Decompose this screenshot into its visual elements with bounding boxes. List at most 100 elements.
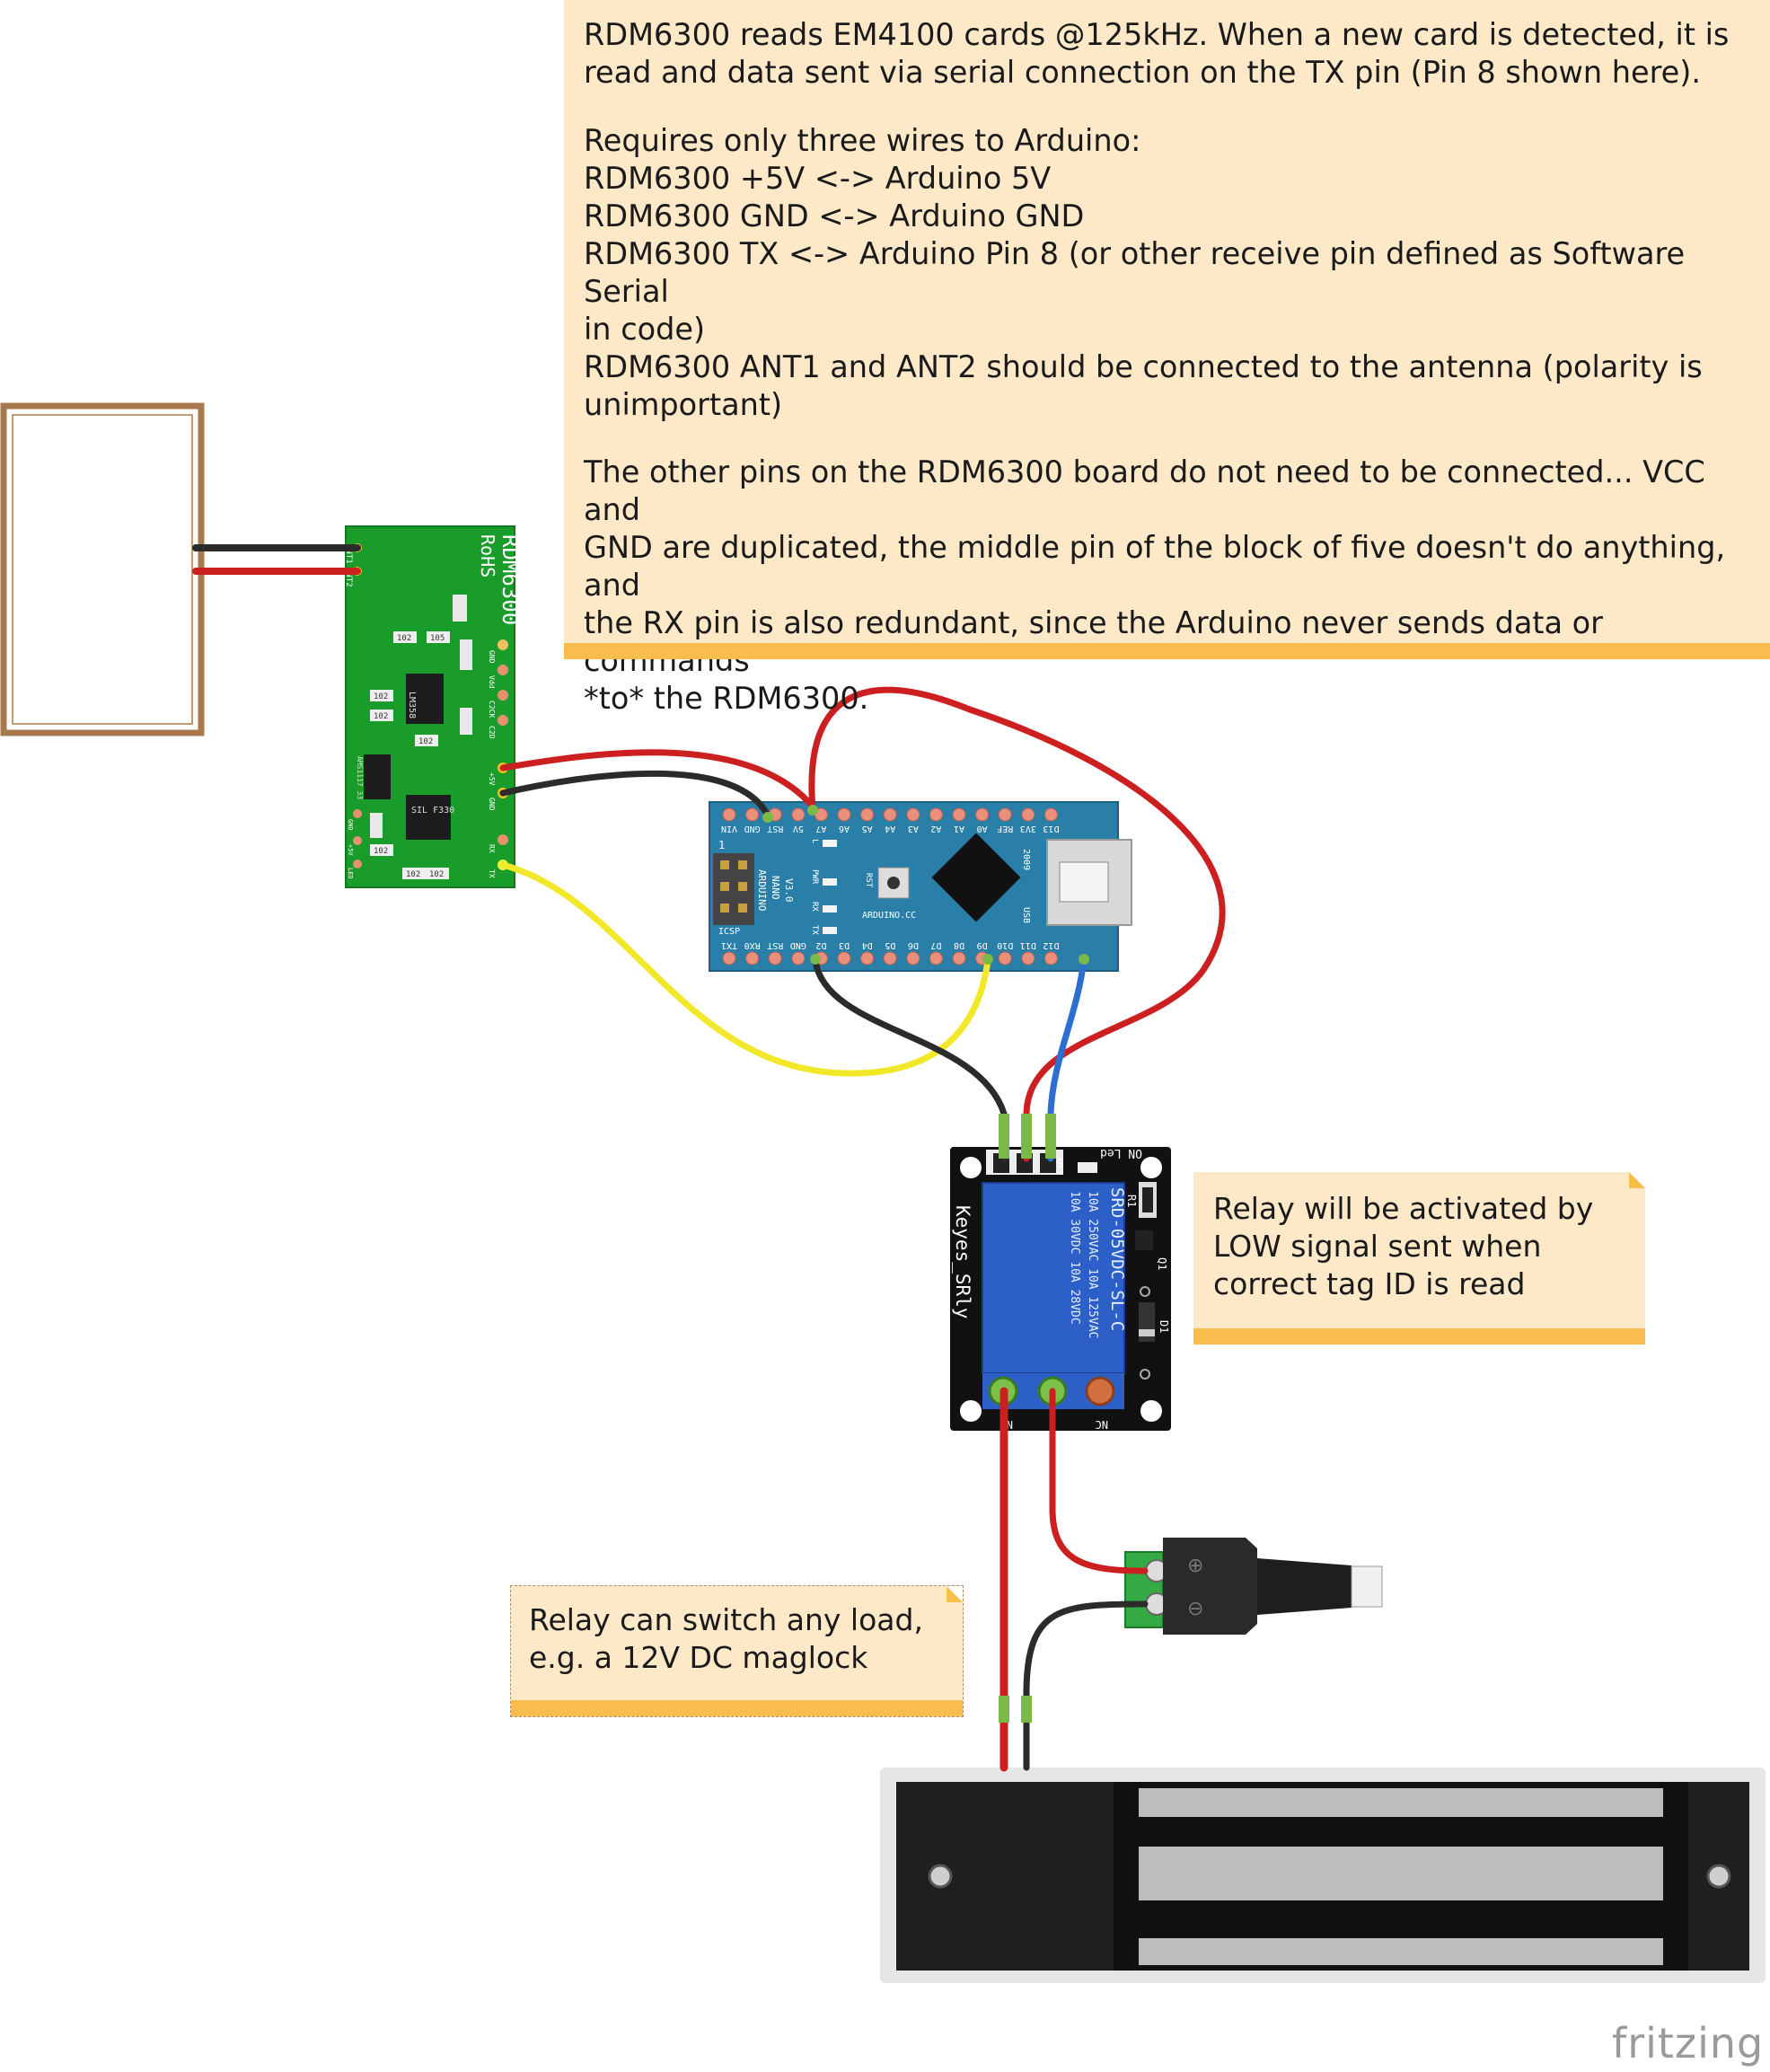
nano-label-pwr: PWR [810,869,819,885]
rdm-left-pad [353,836,362,845]
icsp-pin [738,860,747,869]
antenna-coil [0,402,205,736]
f330-label: SIL F330 [411,806,454,816]
nano-pin-label: A3 [908,824,919,833]
capacitor [370,813,383,838]
relay-part-q1: Q1 [1156,1257,1168,1270]
nano-label-arduino: ARDUINO [756,869,768,911]
nano-pin-pad [837,951,851,965]
relay-part-r1: R1 [1125,1195,1138,1207]
relay-brand: Keyes_SRly [952,1205,973,1318]
resistor-label: 102 [406,870,420,879]
nano-pin-label: RST [767,940,783,950]
rdm-left-pad [353,860,362,868]
icsp-pin [738,904,747,913]
wire-5v-relay-red [808,686,1226,1162]
pin-label-gnd: GND [488,650,496,664]
wires [192,544,1226,1772]
resistor [370,844,393,856]
resistor [415,735,438,746]
nano-pin-label: D10 [997,940,1013,950]
q1-transistor [1135,1230,1153,1250]
nano-pin-label: D4 [862,940,873,950]
pin-label-5v: +5V [488,772,496,786]
wire-tx-yellow [499,861,991,1077]
wire-gnd-black [499,770,771,819]
nano-pin-label: A7 [815,824,826,833]
capacitor [453,595,467,622]
note-line: the RX pin is also redundant, since the … [584,605,1613,678]
relay-rating-ac: 10A 250VAC 10A 125VAC [1086,1191,1099,1338]
note-line: unimportant) [584,386,783,422]
nano-pin-label: VIN [721,824,737,833]
note-line: Relay can switch any load, [529,1602,923,1637]
nano-pin-pad [791,951,806,965]
note-load: Relay can switch any load,e.g. a 12V DC … [510,1585,964,1717]
nano-pin-pad [906,951,920,965]
note-load-fold [947,1586,963,1602]
relay-part-d1: D1 [1158,1320,1170,1333]
wire-joints [762,805,1089,1723]
resistor [393,631,417,643]
nano-pin-pad [860,951,875,965]
nano-pin-label: D9 [977,940,988,950]
icsp-pin [720,904,729,913]
nano-label-icsp: ICSP [718,927,740,937]
relay-led-label: ON Led [1100,1146,1142,1159]
note-line: correct tag ID is read [1213,1266,1526,1301]
led-tx [823,927,837,934]
nano-label-tx: TX [810,925,819,935]
nano-pin-label: RX0 [744,940,761,950]
rdm-pad-vdd [498,665,508,675]
pin-label-c2d: C2D [488,726,496,739]
rdm-pad-rx [498,834,508,845]
resistor-label: 102 [374,847,388,856]
wire-gnd-relay-black [812,957,1008,1162]
resistor [427,631,450,643]
nano-pin-pad [998,951,1012,965]
nano-pin-pad [837,807,851,822]
nano-pin-pad [952,807,966,822]
microcontroller-chip [931,833,1021,922]
nano-pin-pad [929,807,943,822]
nano-pin-label: A2 [930,824,941,833]
nano-label-year: 2009 [1021,849,1031,870]
note-line: Requires only three wires to Arduino: [584,122,1141,158]
terminal-label-nc: NC [1096,1418,1108,1431]
nano-pin-label: TX1 [721,940,737,950]
nano-pin-pad [998,807,1012,822]
pin-label-tx: TX [488,869,496,878]
resistor-label: 105 [430,634,445,643]
resistor-label: 102 [418,737,433,746]
relay-body [982,1182,1125,1374]
nano-pin-pad [883,807,897,822]
note-line: The other pins on the RDM6300 board do n… [584,454,1715,527]
wire-signal-blue [1047,956,1088,1162]
f330-chip [406,795,451,840]
nano-pin-pad [1044,807,1058,822]
nano-label-rst: RST [864,873,873,888]
icsp-pin [720,882,729,891]
nano-pin-label: A0 [977,824,988,833]
note-line [584,424,1750,454]
note-line: read and data sent via serial connection… [584,55,1701,90]
icsp-pin [738,882,747,891]
reset-button [877,867,910,899]
note-line: RDM6300 +5V <-> Arduino 5V [584,160,1052,196]
rdm-pad-c2d [498,715,508,726]
note-line: RDM6300 reads EM4100 cards @125kHz. When… [584,17,1730,52]
resistor [426,868,449,879]
jack-minus-symbol: ⊖ [1187,1598,1203,1620]
nano-pin-pad [722,951,736,965]
nano-pin-pad [745,951,760,965]
rdm6300-title: RDM6300 [498,534,523,625]
note-line [584,92,1750,122]
nano-pin-pad [952,951,966,965]
jack-plus-symbol: ⊕ [1187,1555,1203,1577]
capacitor [460,708,472,735]
ams1117-chip [364,754,391,799]
nano-pin-pad [791,807,806,822]
resistor [402,868,426,879]
